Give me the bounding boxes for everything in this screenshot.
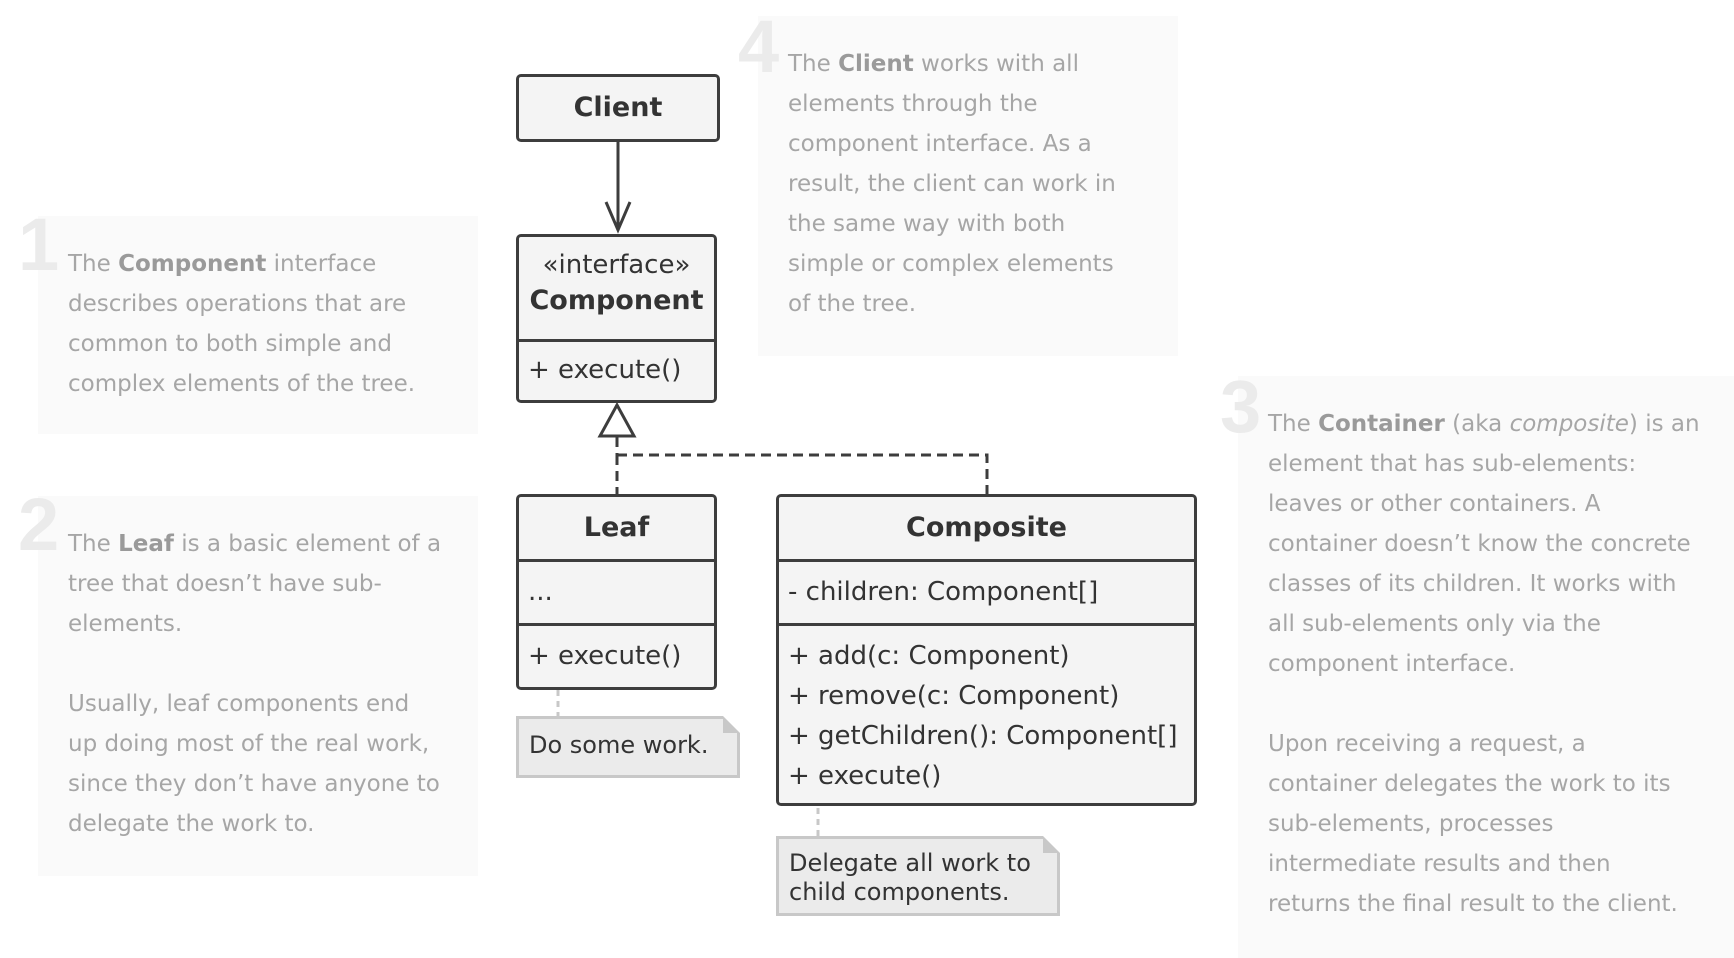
leaf-class-name: Leaf [583, 512, 650, 543]
leaf-memo-text: Do some work. [529, 731, 737, 760]
note-panel-1 [38, 216, 478, 434]
component-header: «interface» Component [519, 237, 714, 339]
composite-memo-text: Delegate all work to child components. [789, 849, 1057, 907]
composite-method-getchildren: + getChildren(): Component[] [788, 721, 1178, 751]
composite-method-execute: + execute() [788, 761, 942, 791]
composite-methods: + add(c: Component) + remove(c: Componen… [779, 623, 1194, 803]
leaf-methods: + execute() [519, 623, 714, 687]
realization-triangle [597, 401, 637, 438]
note-panel-2 [38, 496, 478, 876]
memo-fold-corner [723, 716, 740, 733]
leaf-method: + execute() [528, 641, 682, 671]
composite-method-remove: + remove(c: Component) [788, 681, 1120, 711]
memo-fold-corner [1043, 836, 1060, 853]
composite-method-add: + add(c: Component) [788, 641, 1070, 671]
composite-fields: - children: Component[] [779, 559, 1194, 623]
composite-memo-line-1: Delegate all work to [789, 849, 1031, 877]
leaf-class: Leaf ... + execute() [516, 494, 717, 690]
note-number-2: 2 [18, 483, 60, 566]
composite-field: - children: Component[] [788, 577, 1099, 607]
client-class: Client [516, 74, 720, 142]
component-name: Component [529, 285, 704, 316]
note-panel-3 [1238, 376, 1734, 958]
note-number-3: 3 [1220, 365, 1262, 448]
note-number-4: 4 [738, 5, 780, 88]
composite-memo-line-2: child components. [789, 878, 1010, 906]
composite-class: Composite - children: Component[] + add(… [776, 494, 1197, 806]
component-stereotype: «interface» [542, 250, 691, 280]
leaf-fields: ... [519, 559, 714, 623]
component-interface: «interface» Component + execute() [516, 234, 717, 403]
leaf-field: ... [528, 577, 553, 607]
composite-memo: Delegate all work to child components. [776, 836, 1060, 916]
association-arrowhead [604, 201, 632, 234]
component-method: + execute() [528, 355, 682, 385]
component-methods: + execute() [519, 339, 714, 400]
leaf-memo-line: Do some work. [529, 731, 709, 759]
client-class-name: Client [573, 92, 663, 123]
note-panel-4 [758, 16, 1178, 356]
realization-dashed-lines [615, 437, 989, 494]
composite-class-name: Composite [906, 512, 1067, 543]
leaf-memo: Do some work. [516, 716, 740, 778]
note-number-1: 1 [18, 203, 60, 286]
